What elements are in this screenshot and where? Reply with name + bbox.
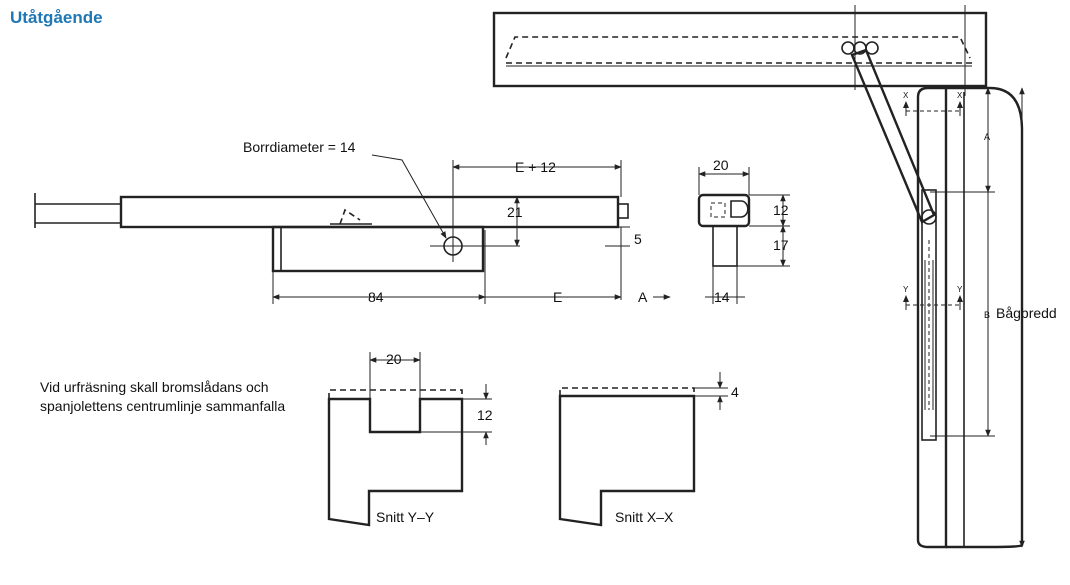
dim-20-side: 20 (713, 157, 729, 173)
mark-x-left: X (903, 91, 909, 100)
dim-4-xx: 4 (731, 384, 739, 400)
section-xx: 4 Snitt X–X (558, 372, 739, 527)
page-title: Utåtgående (10, 8, 103, 27)
section-yy-label: Snitt Y–Y (376, 509, 435, 525)
section-xx-label: Snitt X–X (615, 509, 674, 525)
drill-diameter-label: Borrdiameter = 14 (243, 139, 356, 155)
mark-x-right: X (957, 91, 963, 100)
dim-a-frame: A (984, 132, 990, 142)
closer-body (119, 195, 620, 229)
closer-side-view: 20 12 17 14 (697, 157, 790, 305)
dim-12-yy: 12 (477, 407, 493, 423)
bagbredd-label: Bågbredd (996, 305, 1057, 321)
dim-17-side: 17 (773, 237, 789, 253)
mark-y-left: Y (903, 285, 909, 294)
dim-20-yy: 20 (386, 351, 402, 367)
dim-a: A (638, 289, 648, 305)
dim-12-side: 12 (773, 202, 789, 218)
dim-e: E (553, 289, 562, 305)
section-yy: 20 12 Snitt Y–Y (327, 351, 493, 527)
dim-84: 84 (368, 289, 384, 305)
note-line-2: spanjolettens centrumlinje sammanfalla (40, 398, 285, 414)
dim-5: 5 (634, 231, 642, 247)
dim-b-frame: B (984, 310, 990, 320)
frame-view: X X Y Y A B Bågbredd (492, 5, 1057, 549)
mark-y-right: Y (957, 285, 963, 294)
dim-14-side: 14 (714, 289, 730, 305)
closer-front-view: Borrdiameter = 14 E + 12 21 5 84 E A (34, 139, 671, 305)
dim-21: 21 (507, 204, 523, 220)
note-line-1: Vid urfräsning skall bromslådans och (40, 379, 269, 395)
dim-e-plus-12: E + 12 (515, 159, 556, 175)
mounting-plate (271, 225, 485, 273)
